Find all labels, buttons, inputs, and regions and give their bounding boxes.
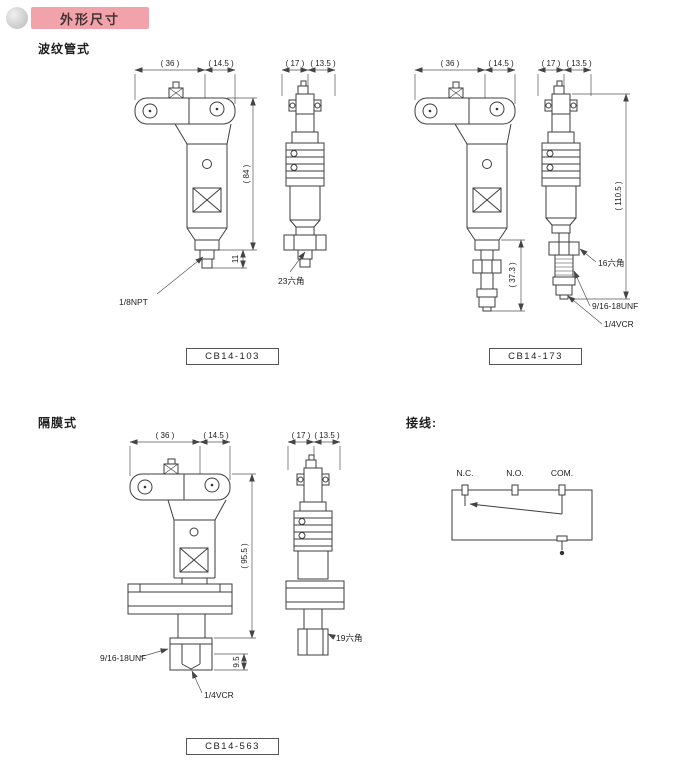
width-dimensions: ( 36 ) ( 14.5 ) <box>414 59 516 104</box>
hex-label: 16六角 <box>598 258 624 268</box>
model-label-cb14-563: CB14-563 <box>186 738 279 755</box>
fitting-label: 1/4VCR <box>204 690 234 700</box>
cb14-173-front-view: ( 36 ) ( 14.5 ) <box>414 59 525 312</box>
thread-label: 9/16-18UNF <box>100 653 146 663</box>
fitting-callout: 1/4VCR <box>191 670 234 700</box>
section-wiring-label: 接线: <box>406 416 437 430</box>
fitting-label: 1/4VCR <box>604 319 634 329</box>
dim-width-outer-label: ( 36 ) <box>441 59 460 68</box>
pressure-port <box>186 227 228 269</box>
height-dimensions: ( 95.5 ) 9.5 <box>214 473 256 671</box>
cb14-563-side-view: ( 17 ) ( 13.5 ) <box>285 431 362 656</box>
dim-width-inner-label: ( 14.5 ) <box>203 431 229 440</box>
hex-callout: 23六角 <box>278 251 306 286</box>
thread-callout: 1/8NPT <box>119 256 204 307</box>
dim-port-label: 9.5 <box>232 656 241 668</box>
dim-width-inner-label: ( 14.5 ) <box>488 59 514 68</box>
header-bullet-icon <box>6 7 28 29</box>
hex-label: 19六角 <box>336 633 362 643</box>
terminal-nc-label: N.C. <box>457 468 474 478</box>
hex-fitting <box>297 608 329 656</box>
width-dimensions: ( 17 ) ( 13.5 ) <box>281 59 336 96</box>
cb14-103-front-view: ( 36 ) ( 14.5 ) <box>119 59 257 307</box>
height-dimensions: ( 84 ) 11 <box>212 97 257 269</box>
height-dimension: ( 110.5 ) <box>570 93 630 300</box>
thread-callout: 9/16-18UNF <box>573 270 638 311</box>
dim-height-label: ( 84 ) <box>242 164 251 183</box>
lower-dimension: ( 37.3 ) <box>491 239 525 312</box>
dim-depth-label: ( 17 ) <box>542 59 561 68</box>
dim-depth-label: ( 17 ) <box>292 431 311 440</box>
hex-callout: 16六角 <box>579 248 624 268</box>
section-diaphragm-label: 隔膜式 <box>38 416 78 430</box>
model-label-cb14-103: CB14-103 <box>186 348 279 365</box>
thread-label: 1/8NPT <box>119 297 148 307</box>
mounting-bracket <box>414 81 516 125</box>
thread-callout: 9/16-18UNF <box>100 648 169 663</box>
cb14-563-front-view: ( 36 ) ( 14.5 ) <box>100 431 256 700</box>
thread-label: 9/16-18UNF <box>592 301 638 311</box>
dim-offset-label: ( 13.5 ) <box>314 431 340 440</box>
dim-offset-label: ( 13.5 ) <box>310 59 336 68</box>
mounting-bracket <box>544 80 578 144</box>
mounting-bracket <box>134 81 236 125</box>
dim-height-label: ( 110.5 ) <box>614 181 623 211</box>
dim-lower-label: ( 37.3 ) <box>508 262 517 288</box>
vcr-fitting <box>466 227 508 312</box>
switch-housing <box>451 484 593 541</box>
fitting-callout: 1/4VCR <box>567 295 634 329</box>
switch-body <box>297 550 329 580</box>
switch-body <box>167 499 227 584</box>
cb14-103-side-view: ( 17 ) ( 13.5 ) <box>278 59 336 286</box>
mounting-bracket <box>288 80 322 144</box>
terminal-block <box>293 510 333 552</box>
width-dimensions: ( 36 ) ( 14.5 ) <box>134 59 236 104</box>
wiring-diagram: N.C. N.O. COM. <box>451 468 593 556</box>
pressure-plunger <box>556 535 568 556</box>
switch-body <box>174 123 232 229</box>
cb14-173-side-view: ( 17 ) ( 13.5 ) <box>537 59 638 329</box>
terminal-no-label: N.O. <box>506 468 523 478</box>
terminal-block <box>541 142 581 187</box>
dim-depth-label: ( 17 ) <box>286 59 305 68</box>
dim-port-label: 11 <box>231 254 240 263</box>
contact-mechanism <box>464 495 563 515</box>
hex-flange <box>283 234 327 268</box>
model-label-cb14-173: CB14-173 <box>489 348 582 365</box>
mounting-bracket <box>129 458 231 501</box>
switch-body <box>454 123 512 229</box>
switch-body <box>545 185 577 234</box>
switch-body <box>289 185 321 236</box>
terminal-block <box>285 142 325 187</box>
dim-offset-label: ( 13.5 ) <box>566 59 592 68</box>
diaphragm-flange <box>127 583 233 615</box>
terminal-com-label: COM. <box>551 468 573 478</box>
terminal-com-pin <box>558 484 566 496</box>
terminal-nc-pin <box>461 484 469 496</box>
dim-width-outer-label: ( 36 ) <box>161 59 180 68</box>
hex-callout: 19六角 <box>327 633 362 643</box>
dim-height-label: ( 95.5 ) <box>240 543 249 569</box>
terminal-no-pin <box>511 484 519 496</box>
dim-width-inner-label: ( 14.5 ) <box>208 59 234 68</box>
width-dimensions: ( 17 ) ( 13.5 ) <box>537 59 592 96</box>
section-bellows-label: 波纹管式 <box>38 42 91 56</box>
mounting-bracket <box>296 454 330 512</box>
page-title: 外形尺寸 <box>31 7 149 29</box>
vcr-fitting <box>548 232 580 300</box>
female-vcr-fitting <box>169 613 213 671</box>
hex-label: 23六角 <box>278 276 304 286</box>
dim-width-outer-label: ( 36 ) <box>156 431 175 440</box>
diaphragm-flange <box>285 580 345 610</box>
width-dimensions: ( 36 ) ( 14.5 ) <box>129 431 231 480</box>
